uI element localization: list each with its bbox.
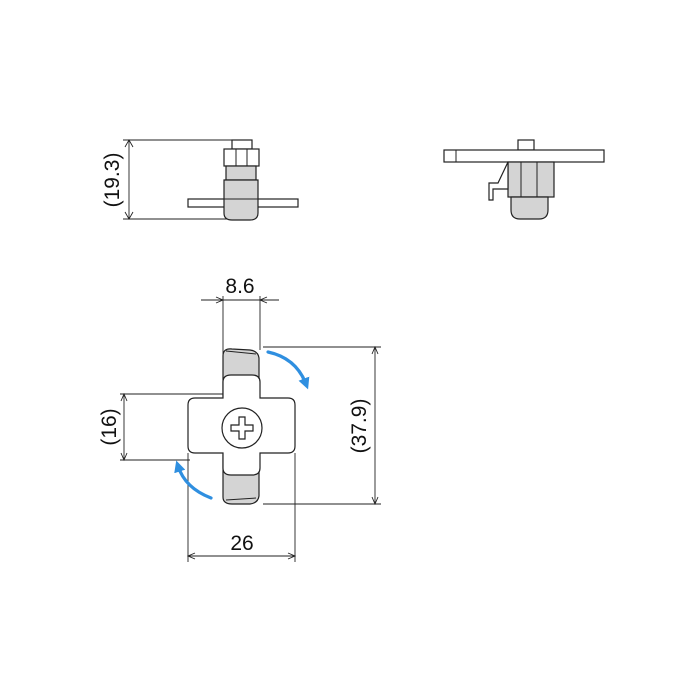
top-width-dimension: 8.6 (201, 275, 279, 396)
side-height-dimension: (19.3) (101, 139, 236, 220)
side-height-label: (19.3) (101, 153, 124, 208)
bottom-width-dimension: 26 (186, 453, 297, 562)
bottom-width-label: 26 (230, 532, 253, 555)
top-width-label: 8.6 (225, 275, 254, 298)
curved-arrow-icon-lower (174, 460, 213, 500)
side-view-rotated (443, 139, 605, 220)
side-view-part (187, 139, 299, 221)
right-height-label: (37.9) (348, 399, 371, 454)
curved-arrow-icon-upper (266, 350, 310, 390)
right-height-dimension: (37.9) (263, 345, 381, 506)
left-height-dimension: (16) (98, 392, 226, 462)
front-view: 8.6 (16) (37.9) 26 (98, 275, 381, 562)
left-height-label: (16) (98, 408, 121, 445)
side-view: (19.3) (101, 139, 299, 221)
phillips-screw-icon (221, 407, 263, 449)
